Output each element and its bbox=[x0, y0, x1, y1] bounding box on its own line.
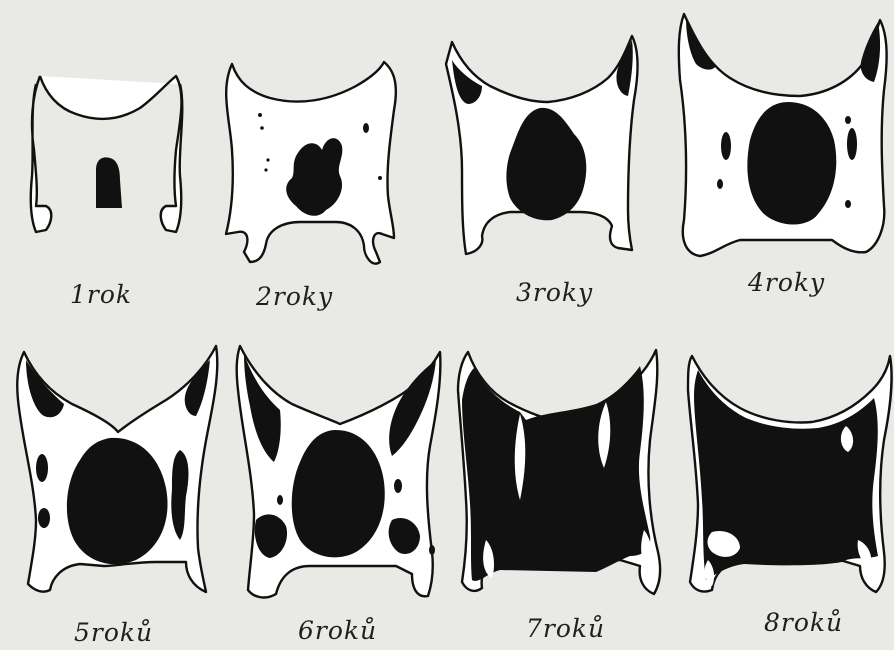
panel-5-label: 5roků bbox=[74, 618, 153, 647]
panel-1-label: 1rok bbox=[70, 280, 132, 309]
panel-1-outline-main bbox=[31, 76, 182, 232]
panel-2-label: 2roky bbox=[256, 282, 333, 311]
panel-8-label: 8roků bbox=[764, 608, 843, 637]
panel-4-label: 4roky bbox=[748, 268, 825, 297]
panel-1-spot bbox=[96, 157, 122, 208]
panel-3-label: 3roky bbox=[516, 278, 593, 307]
panel-4-spot-center bbox=[747, 102, 836, 225]
panel-7-label: 7roků bbox=[526, 614, 605, 643]
panel-6-label: 6roků bbox=[298, 616, 377, 645]
